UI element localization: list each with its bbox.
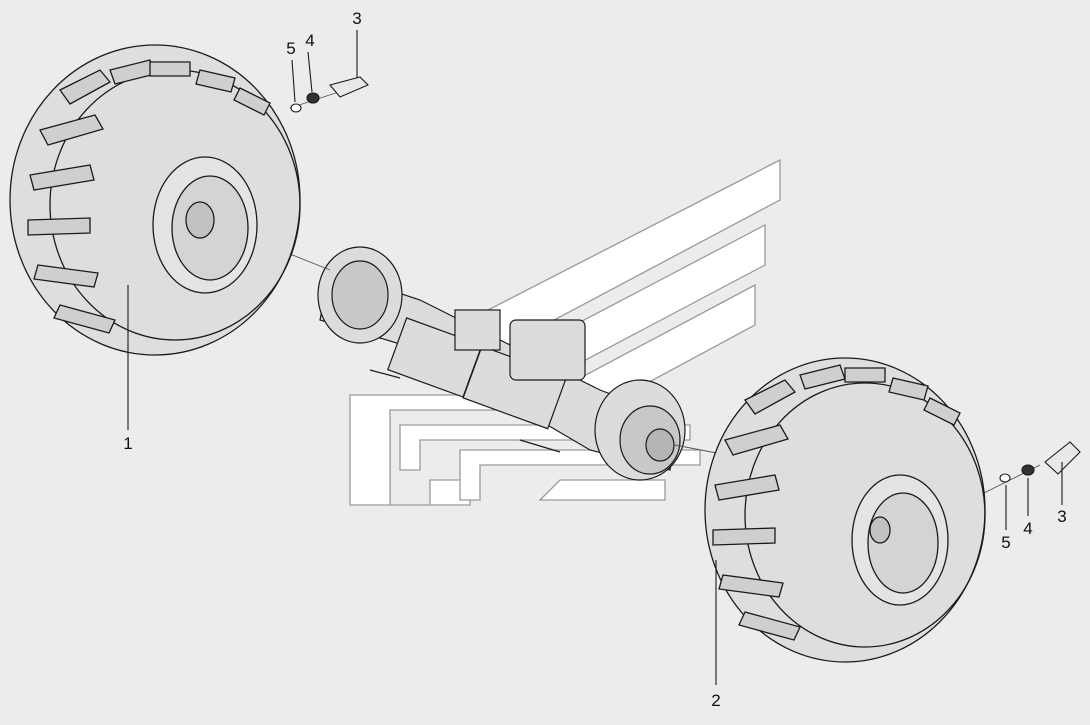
drive-axle xyxy=(317,246,686,481)
callout-right-valve-washer: 5 xyxy=(1001,533,1010,552)
left-valve-cap-part xyxy=(329,76,369,98)
right-valve-cap-part xyxy=(1044,441,1081,475)
callout-left-tire: 1 xyxy=(123,434,132,453)
right-valve-washer-part xyxy=(999,473,1011,483)
callout-right-tire: 2 xyxy=(711,691,720,710)
watermark-logo xyxy=(349,158,781,506)
callout-left-valve-nut: 4 xyxy=(305,31,314,50)
left-valve-washer-part xyxy=(290,103,302,113)
right-valve-nut-part xyxy=(1021,464,1035,476)
right-tire xyxy=(704,357,986,663)
callout-right-valve-cap: 3 xyxy=(1057,507,1066,526)
callout-left-valve-washer: 5 xyxy=(286,39,295,58)
callout-right-valve-nut: 4 xyxy=(1023,519,1032,538)
left-valve-nut-part xyxy=(306,92,320,104)
callout-left-valve-cap: 3 xyxy=(352,9,361,28)
left-valve-parts xyxy=(290,76,369,113)
leader-lines xyxy=(127,30,1063,685)
right-valve-parts xyxy=(999,441,1081,483)
left-tire xyxy=(9,44,301,356)
